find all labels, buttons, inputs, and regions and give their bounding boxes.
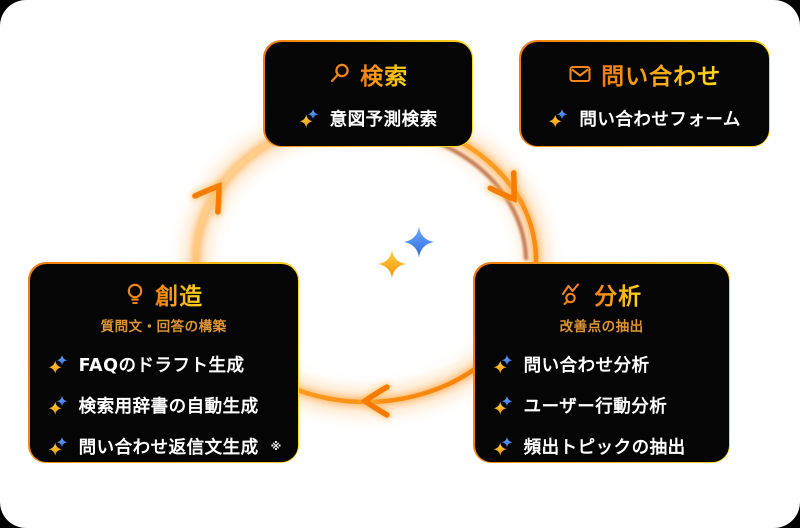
- magnifier-icon: [330, 63, 349, 83]
- list-item: 問い合わせ返信文生成 ※: [48, 434, 282, 459]
- list-item-label: FAQのドラフト生成: [78, 355, 245, 376]
- cycle-arrow-icon: [485, 168, 519, 206]
- sparkle-icon: [48, 436, 67, 456]
- envelope-icon: [569, 65, 591, 82]
- list-item-label: 問い合わせ返信文生成: [78, 437, 259, 458]
- list-item: FAQのドラフト生成: [48, 352, 282, 377]
- list-item: ユーザー行動分析: [493, 393, 686, 418]
- list-item: 意図予測検索: [299, 106, 438, 131]
- sparkle-icon: [493, 395, 512, 415]
- cycle-arrow-icon: [357, 382, 392, 420]
- card-search-title-row: 検索: [328, 57, 408, 91]
- sparkle-icon: [548, 108, 568, 128]
- card-subtitle: 質問文・回答の構築: [100, 318, 227, 335]
- sparkle-icon: [48, 395, 67, 415]
- list-item: 検索用辞書の自動生成: [48, 393, 282, 418]
- card-analysis-title-row: 分析: [561, 277, 642, 311]
- card-inquiry-title-row: 問い合わせ: [568, 57, 721, 91]
- list-item-label: 問い合わせ分析: [523, 355, 650, 376]
- list-item-label: 問い合わせフォーム: [579, 109, 741, 130]
- card-title: 問い合わせ: [601, 57, 721, 91]
- card-create: 創造 質問文・回答の構築 FAQのドラフト生成 検索用辞書の自動生成: [28, 262, 300, 464]
- list-item-label: 意図予測検索: [329, 109, 438, 130]
- sparkle-icon: [493, 354, 512, 374]
- ring-highlight: [271, 356, 461, 380]
- card-analysis: 分析 改善点の抽出 問い合わせ分析 ユーザー行動分析: [473, 262, 731, 464]
- card-inquiry: 問い合わせ 問い合わせフォーム: [519, 40, 771, 148]
- sparkle-icon: [493, 436, 512, 456]
- list-item: 頻出トピックの抽出: [493, 434, 686, 459]
- list-item: 問い合わせ分析: [493, 352, 686, 377]
- footnote-mark: ※: [270, 439, 282, 453]
- list-item-label: 検索用辞書の自動生成: [78, 396, 259, 417]
- cycle-arrow-icon: [190, 179, 224, 217]
- sparkle-icon: [48, 354, 67, 374]
- analytics-icon: [562, 283, 580, 305]
- card-create-title-row: 創造: [124, 277, 203, 311]
- sparkle-icon: [299, 108, 318, 128]
- list-item-label: ユーザー行動分析: [523, 396, 668, 417]
- card-search: 検索 意図予測検索: [263, 40, 474, 148]
- card-title: 分析: [594, 277, 642, 311]
- list-item: 問い合わせフォーム: [548, 106, 740, 131]
- lightbulb-icon: [127, 283, 143, 304]
- card-title: 検索: [360, 57, 408, 91]
- list-item-label: 頻出トピックの抽出: [523, 437, 686, 458]
- card-subtitle: 改善点の抽出: [559, 318, 644, 335]
- card-title: 創造: [155, 277, 203, 311]
- gemini-sparkle-icon: [377, 226, 435, 279]
